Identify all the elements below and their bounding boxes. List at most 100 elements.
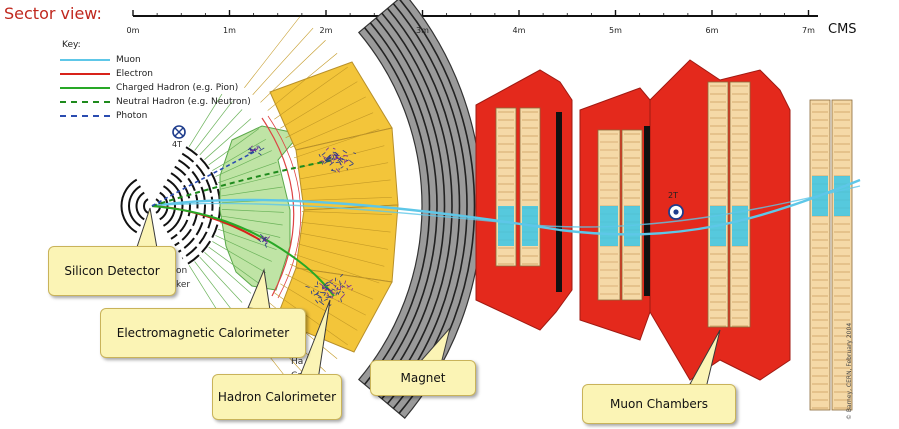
shower-hit: [326, 154, 331, 160]
shower-hit: [328, 281, 334, 285]
shower-hit: [248, 152, 252, 155]
key-title: Key:: [62, 40, 81, 50]
key-swatch: [60, 87, 110, 89]
hcal-plate: [297, 243, 385, 267]
key-label: Muon: [116, 55, 141, 65]
silicon-layer: [177, 159, 206, 253]
key-swatch: [60, 59, 110, 61]
hcal-plate: [293, 253, 380, 284]
hcal-plate: [290, 112, 374, 148]
hcal-plate: [280, 283, 358, 331]
shower-hit: [353, 152, 357, 155]
chamber-hit: [834, 176, 850, 216]
key-item: Muon: [60, 54, 141, 66]
shower-hit: [329, 289, 333, 294]
shower-hit: [258, 145, 262, 150]
shower-hit: [320, 298, 323, 302]
shower-hit: [321, 160, 325, 165]
shower-hit: [339, 161, 342, 166]
shower-hit: [335, 153, 339, 157]
shower-hit: [327, 295, 332, 298]
shower-hit: [337, 290, 341, 295]
shower-hit: [324, 160, 329, 164]
ecal-crystal: [221, 209, 284, 213]
shower-hit: [334, 285, 337, 288]
magnet-body: [357, 0, 483, 419]
shower-hit: [264, 243, 267, 248]
field-4t-label: 4T: [172, 140, 182, 149]
muon-chamber: [707, 81, 729, 328]
shower-hit: [260, 233, 264, 238]
muon-track-2: [151, 185, 861, 228]
shower-hit: [325, 147, 329, 151]
muon-chamber: [809, 99, 831, 411]
shower-hit: [340, 166, 344, 169]
key-item: Photon: [60, 110, 147, 122]
shower-hit: [346, 167, 348, 171]
shower-hit: [332, 155, 335, 160]
shower-hit: [257, 238, 262, 242]
shower-hit: [340, 274, 344, 277]
shower-hit: [319, 160, 324, 162]
silicon-layer: [174, 165, 199, 247]
shower-hit: [329, 161, 335, 166]
shower-hit: [321, 152, 326, 156]
shower-hit: [331, 295, 334, 299]
hcal-plate: [280, 81, 358, 129]
shower-hit: [336, 288, 341, 291]
shower-hit: [331, 154, 335, 157]
hcal-plate: [260, 40, 326, 103]
hcal-plate: [301, 211, 392, 216]
silicon-layer-back: [120, 178, 138, 234]
ecal-crystal: [212, 241, 267, 274]
shower-hit: [263, 239, 267, 243]
magnet-winding: [369, 22, 438, 390]
shower-hit: [327, 288, 331, 291]
shower-hit: [314, 285, 319, 288]
ecal-crystal: [194, 261, 233, 311]
muon-chambers-callout: Muon Chambers: [582, 384, 736, 424]
shower-hit: [310, 290, 313, 295]
shower-hit: [330, 169, 337, 172]
ecal-crystal: [217, 228, 277, 251]
silicon-detector-callout: Silicon Detector: [48, 246, 176, 296]
shower-hit: [323, 292, 327, 297]
silicon-layer: [159, 191, 169, 221]
shower-hit: [259, 147, 265, 152]
key-label: Electron: [116, 69, 153, 79]
scale-tick-label: 2m: [319, 26, 333, 35]
shower-hit: [333, 157, 338, 161]
ecal-callout: Electromagnetic Calorimeter: [100, 308, 306, 358]
neutron-track: [151, 159, 335, 207]
shower-hit: [333, 153, 337, 157]
key-label: Charged Hadron (e.g. Pion): [116, 83, 239, 93]
energy-deposits: [247, 145, 357, 307]
muon-system: [475, 59, 853, 411]
shower-hit: [346, 284, 350, 288]
shower-hit: [327, 156, 332, 161]
shower-hit: [340, 294, 345, 299]
shower-hit: [256, 146, 259, 148]
shower-hit: [344, 280, 347, 285]
shower-hit: [332, 147, 336, 150]
ecal-crystal: [208, 246, 260, 284]
hcal-plate: [299, 162, 389, 180]
scale-tick-label: 1m: [223, 26, 236, 35]
shower-hit: [265, 242, 267, 245]
shower-hit: [326, 284, 331, 287]
key-swatch: [60, 115, 110, 117]
scale-tick-label: 6m: [705, 26, 719, 35]
shower-hit: [328, 159, 331, 163]
shower-hit: [338, 300, 340, 302]
experiment-name: CMS: [828, 22, 857, 37]
ecal-crystal: [199, 256, 243, 303]
hcal-plate: [252, 27, 314, 96]
shower-hit: [326, 292, 330, 296]
hcal-plate: [301, 222, 391, 233]
magnet-callout: Magnet: [370, 360, 476, 396]
ecal-crystal: [194, 101, 233, 151]
shower-hit: [343, 154, 349, 157]
hcal-plate: [293, 128, 380, 159]
